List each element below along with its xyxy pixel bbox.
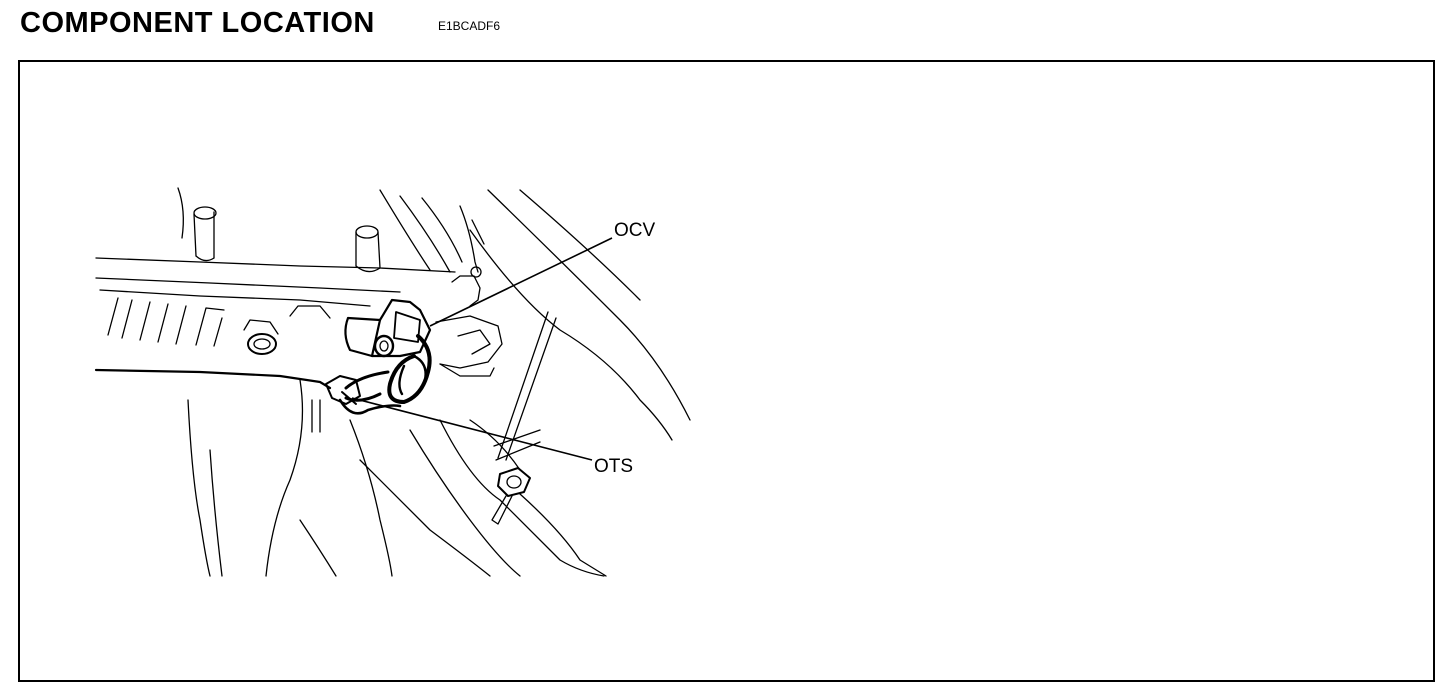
page-title: COMPONENT LOCATION <box>20 7 375 39</box>
figure-frame <box>18 60 1435 682</box>
callout-ots: OTS <box>594 456 633 477</box>
callout-ocv: OCV <box>614 220 656 241</box>
document-code: E1BCADF6 <box>438 19 501 33</box>
ots-leader-line <box>351 397 593 461</box>
ocv-leader-line <box>429 237 613 327</box>
engine-line-art <box>94 187 691 577</box>
